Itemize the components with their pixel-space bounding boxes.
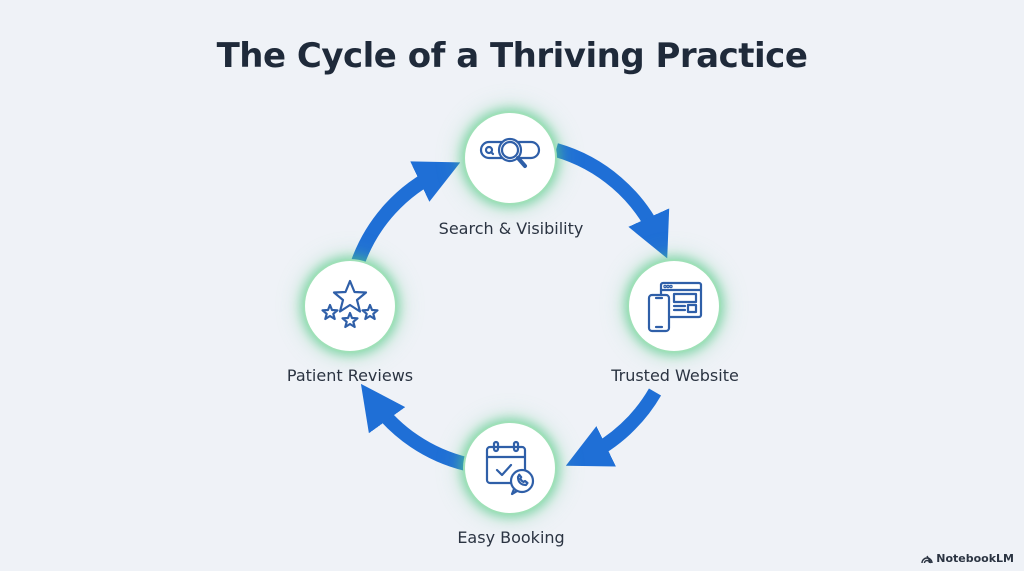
arrow-website-to-booking [565,388,662,467]
brand-name: NotebookLM [936,552,1014,565]
arrow-reviews-to-search [351,161,461,265]
node-label-easy-booking: Easy Booking [457,528,565,547]
node-easy-booking [465,423,555,513]
node-trusted-website [629,261,719,351]
diagram-title: The Cycle of a Thriving Practice [216,36,808,76]
node-search-visibility [465,113,555,203]
node-label-trusted-website: Trusted Website [611,366,739,385]
arrow-booking-to-reviews [360,383,468,471]
node-patient-reviews [305,261,395,351]
notebooklm-logo-icon [921,555,933,563]
notebooklm-watermark: NotebookLM [921,552,1014,565]
arrow-search-to-website [554,143,670,259]
stars-rating-icon [321,279,379,329]
search-bar-magnifier-icon [479,137,541,168]
node-label-search-visibility: Search & Visibility [438,219,584,238]
calendar-chat-icon [485,440,535,496]
node-label-patient-reviews: Patient Reviews [286,366,414,385]
website-devices-icon [647,281,703,333]
